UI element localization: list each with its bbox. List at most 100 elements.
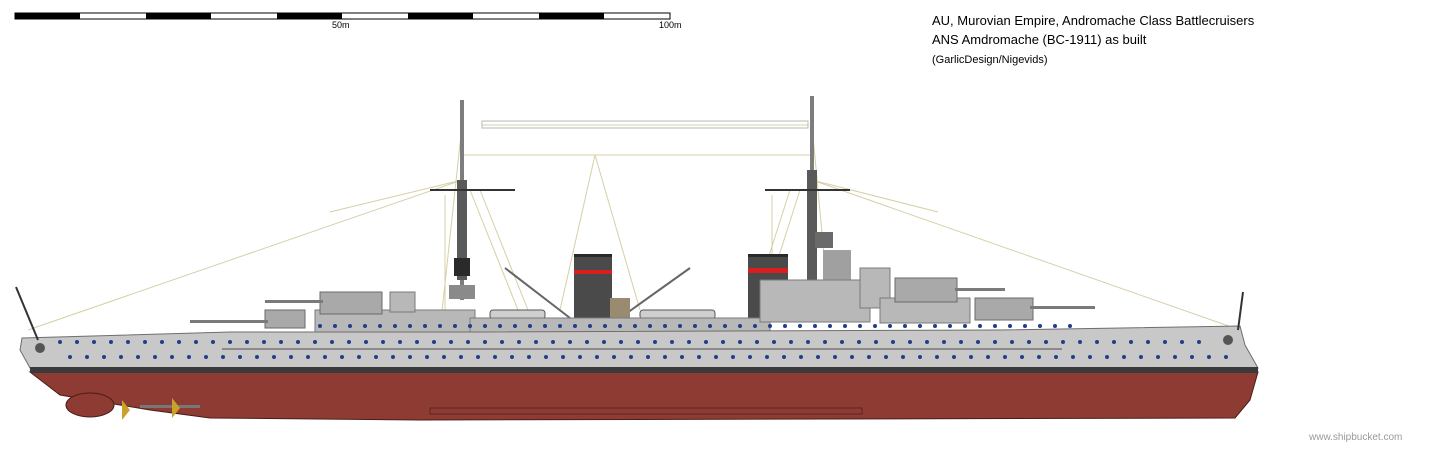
porthole <box>543 324 547 328</box>
porthole <box>1105 355 1109 359</box>
porthole <box>296 340 300 344</box>
porthole <box>476 355 480 359</box>
boat-cranes <box>504 267 691 319</box>
porthole <box>1180 340 1184 344</box>
porthole <box>364 340 368 344</box>
porthole <box>653 340 657 344</box>
porthole <box>323 355 327 359</box>
porthole <box>782 355 786 359</box>
porthole <box>1010 340 1014 344</box>
porthole <box>1037 355 1041 359</box>
porthole <box>568 340 572 344</box>
porthole <box>415 340 419 344</box>
porthole <box>986 355 990 359</box>
title-line-1: AU, Murovian Empire, Andromache Class Ba… <box>932 13 1255 28</box>
porthole <box>888 324 892 328</box>
porthole <box>459 355 463 359</box>
porthole <box>333 324 337 328</box>
porthole <box>1053 324 1057 328</box>
funnel-fore <box>574 254 612 322</box>
porthole <box>578 355 582 359</box>
porthole <box>1129 340 1133 344</box>
porthole <box>806 340 810 344</box>
porthole <box>789 340 793 344</box>
credit-line: (GarlicDesign/Nigevids) <box>932 54 1048 66</box>
porthole <box>374 355 378 359</box>
porthole <box>483 340 487 344</box>
porthole <box>1197 340 1201 344</box>
porthole <box>468 324 472 328</box>
porthole <box>160 340 164 344</box>
porthole <box>500 340 504 344</box>
hull-below-waterline <box>28 371 1259 421</box>
porthole <box>813 324 817 328</box>
porthole <box>633 324 637 328</box>
porthole <box>1173 355 1177 359</box>
porthole <box>378 324 382 328</box>
porthole <box>588 324 592 328</box>
porthole <box>646 355 650 359</box>
ensign-staff <box>1237 291 1244 331</box>
porthole <box>783 324 787 328</box>
ships-boats <box>489 298 716 320</box>
porthole <box>1163 340 1167 344</box>
bilge-keel <box>429 407 863 415</box>
hull-upper <box>19 325 1259 369</box>
porthole <box>306 355 310 359</box>
porthole <box>765 355 769 359</box>
porthole <box>432 340 436 344</box>
porthole <box>816 355 820 359</box>
porthole <box>238 355 242 359</box>
porthole <box>942 340 946 344</box>
porthole <box>1088 355 1092 359</box>
porthole <box>748 355 752 359</box>
porthole <box>398 340 402 344</box>
porthole <box>58 340 62 344</box>
porthole <box>493 355 497 359</box>
porthole <box>858 324 862 328</box>
porthole <box>959 340 963 344</box>
porthole <box>153 355 157 359</box>
porthole <box>612 355 616 359</box>
porthole <box>687 340 691 344</box>
aerial-spreader <box>481 120 809 129</box>
portholes <box>58 324 1228 359</box>
porthole <box>102 355 106 359</box>
porthole <box>963 324 967 328</box>
porthole <box>348 324 352 328</box>
porthole <box>187 355 191 359</box>
porthole <box>663 324 667 328</box>
porthole <box>498 324 502 328</box>
superstructure <box>314 267 971 341</box>
porthole <box>670 340 674 344</box>
porthole <box>738 340 742 344</box>
porthole <box>313 340 317 344</box>
porthole <box>75 340 79 344</box>
porthole <box>969 355 973 359</box>
porthole <box>1054 355 1058 359</box>
porthole <box>629 355 633 359</box>
turret-b <box>265 291 383 315</box>
porthole <box>884 355 888 359</box>
porthole <box>262 340 266 344</box>
porthole <box>901 355 905 359</box>
porthole <box>948 324 952 328</box>
scale-label-100m: 100m <box>659 20 682 30</box>
porthole <box>544 355 548 359</box>
porthole <box>279 340 283 344</box>
porthole <box>874 340 878 344</box>
porthole <box>194 340 198 344</box>
porthole <box>976 340 980 344</box>
scale-label-50m: 50m <box>332 20 350 30</box>
porthole <box>573 324 577 328</box>
anchor-stern <box>35 343 45 353</box>
porthole <box>357 355 361 359</box>
turret-a <box>190 309 306 329</box>
porthole <box>381 340 385 344</box>
porthole <box>952 355 956 359</box>
porthole <box>1078 340 1082 344</box>
porthole <box>723 324 727 328</box>
porthole <box>177 340 181 344</box>
porthole <box>585 340 589 344</box>
